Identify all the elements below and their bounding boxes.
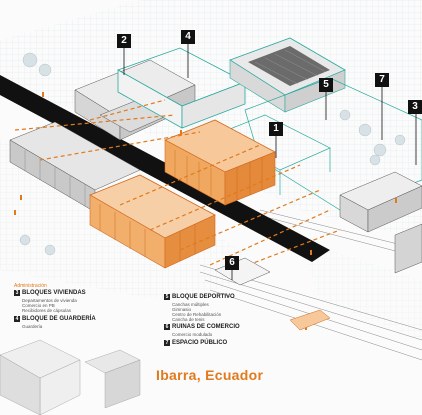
- legend-num-5: 5: [164, 294, 170, 300]
- legend-sub: Comercio en PB: [22, 303, 55, 308]
- legend-title-6: RUINAS DE COMERCIO: [172, 324, 240, 330]
- legend-num-4: 4: [14, 316, 20, 322]
- connection-lines: [14, 99, 341, 271]
- legend-item-4: 4 BLOQUE DE GUARDERÍA: [14, 316, 96, 323]
- ground-right: [300, 240, 422, 340]
- marker-leaders: [123, 44, 417, 280]
- building-left-lower: [9, 121, 141, 213]
- city-fragment: [0, 339, 141, 415]
- legend-sub: Cancha de tenis: [172, 317, 205, 322]
- building-housing-right: [339, 171, 422, 274]
- legend-sub: Centro de Rehabilitación: [172, 312, 222, 317]
- legend-title-4: BLOQUE DE GUARDERÍA: [22, 316, 96, 322]
- legend-item-3: 3 BLOQUES VIVIENDAS: [14, 290, 86, 297]
- building-block-3: [89, 174, 216, 269]
- marker-7: 7: [375, 73, 389, 87]
- marker-4: 4: [181, 30, 195, 44]
- place-title: Ibarra, Ecuador: [156, 367, 264, 383]
- legend: Administración 3 BLOQUES VIVIENDAS Depar…: [0, 282, 250, 362]
- legend-title-7: ESPACIO PÚBLICO: [172, 340, 228, 346]
- legend-sub: Guardería: [22, 324, 43, 329]
- marker-5: 5: [319, 78, 333, 92]
- legend-sub: Gimnasio: [172, 307, 192, 312]
- legend-item-5: 5 BLOQUE DEPORTIVO: [164, 294, 235, 301]
- building-block-4: [117, 47, 246, 129]
- legend-sub: Recibidores de cápsulas: [22, 308, 72, 313]
- legend-sub: Canchas múltiples: [172, 302, 209, 307]
- legend-sub: Departamentos de vivienda: [22, 298, 77, 303]
- legend-title-5: BLOQUE DEPORTIVO: [172, 294, 235, 300]
- legend-num-6: 6: [164, 324, 170, 330]
- legend-num-7: 7: [164, 340, 170, 346]
- legend-sub: Comercio modulado: [172, 332, 213, 337]
- legend-num-3: 3: [14, 290, 20, 296]
- trees: [19, 52, 406, 256]
- legend-heading: Administración: [14, 283, 47, 289]
- marker-6: 6: [225, 256, 239, 270]
- marker-1: 1: [269, 122, 283, 136]
- marker-3: 3: [408, 100, 422, 114]
- legend-item-6: 6 RUINAS DE COMERCIO: [164, 324, 240, 331]
- legend-item-7: 7 ESPACIO PÚBLICO: [164, 340, 227, 347]
- marker-2: 2: [117, 34, 131, 48]
- legend-title-3: BLOQUES VIVIENDAS: [22, 290, 86, 296]
